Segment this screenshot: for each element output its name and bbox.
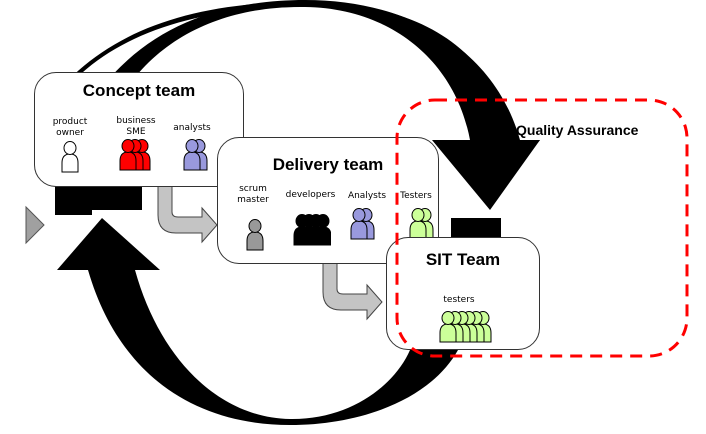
left-triangle-icon — [25, 205, 45, 245]
handoff-arrow-delivery-to-sit — [322, 253, 383, 321]
person-figure — [61, 141, 79, 173]
sit-team-title: SIT Team — [425, 250, 501, 269]
developers-icon — [293, 214, 331, 246]
testers-icon — [409, 208, 434, 240]
analysts-icon — [350, 208, 375, 240]
quality-assurance-label: Quality Assurance — [516, 122, 639, 138]
role-label-developers: developers — [285, 190, 336, 200]
role-label-analysts: analysts — [173, 123, 211, 133]
sit-team-box: SIT Team testers — [386, 237, 540, 350]
role-label-testers: Testers — [400, 191, 432, 201]
person-figure — [183, 139, 201, 171]
sit-testers-icon — [439, 311, 492, 343]
person-figure — [350, 208, 368, 240]
role-label-testers: testers — [443, 295, 475, 305]
person-figure — [409, 208, 427, 240]
person-figure — [246, 219, 264, 251]
product-owner-icon — [61, 141, 79, 173]
business-sme-icon — [119, 139, 151, 171]
analysts-icon — [183, 139, 208, 171]
person-figure — [119, 139, 137, 171]
person-figure — [293, 214, 311, 246]
bottom-cycle-arrow — [57, 218, 458, 425]
concept-team-title: Concept team — [82, 81, 196, 100]
delivery-team-title: Delivery team — [272, 155, 384, 174]
person-figure — [439, 311, 457, 343]
handoff-arrow-concept-to-delivery — [157, 176, 218, 244]
role-label-analysts: Analysts — [347, 191, 387, 201]
scrum-master-icon — [246, 219, 264, 251]
